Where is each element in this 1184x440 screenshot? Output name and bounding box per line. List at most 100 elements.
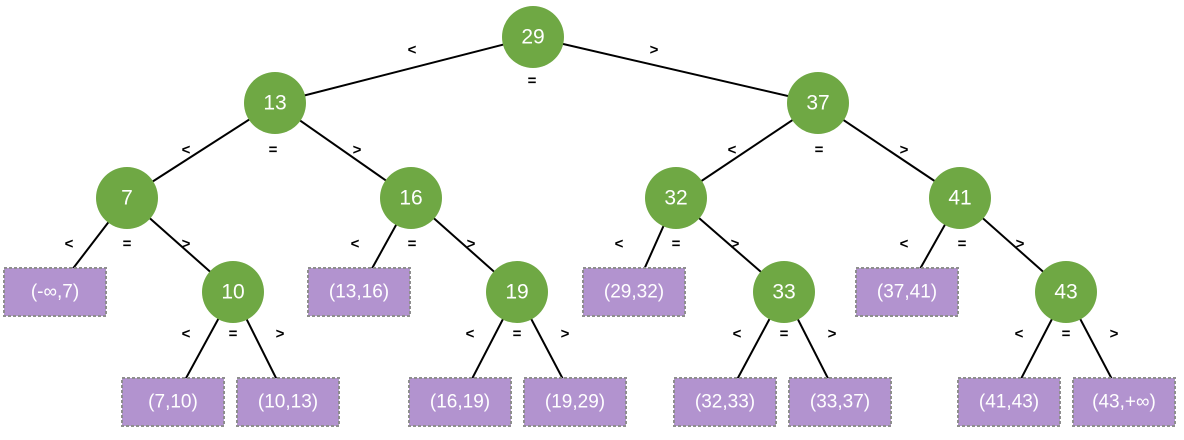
less-than-label: < <box>65 236 74 253</box>
less-than-label: < <box>728 142 737 159</box>
tree-node: 19 <box>486 261 548 323</box>
interval-leaf-box <box>788 377 892 427</box>
tree-node: 33 <box>753 261 815 323</box>
equal-label: = <box>815 142 824 159</box>
interval-leaf-label: (32,33) <box>695 392 755 413</box>
tree-node-circle <box>753 261 815 323</box>
interval-leaf: (-∞,7) <box>3 267 107 317</box>
interval-leaf: (13,16) <box>307 267 411 317</box>
interval-leaf-label: (43,+∞) <box>1092 392 1156 413</box>
interval-leaf-box <box>3 267 107 317</box>
tree-node-circle <box>96 167 158 229</box>
tree-node-label: 43 <box>1054 281 1077 304</box>
equal-label: = <box>958 236 967 253</box>
tree-node: 13 <box>244 72 306 134</box>
greater-than-label: > <box>650 42 659 59</box>
interval-leaf: (33,37) <box>788 377 892 427</box>
interval-leaf-box <box>582 267 686 317</box>
interval-leaf: (41,43) <box>957 377 1061 427</box>
tree-node-label: 32 <box>664 187 687 210</box>
tree-node-circle <box>645 167 707 229</box>
greater-than-label: > <box>900 142 909 159</box>
tree-node: 29 <box>502 6 564 68</box>
less-than-label: < <box>351 236 360 253</box>
tree-node: 7 <box>96 167 158 229</box>
greater-than-label: > <box>1016 236 1025 253</box>
greater-than-label: > <box>182 236 191 253</box>
tree-node-label: 10 <box>221 281 244 304</box>
tree-node-label: 7 <box>121 187 133 210</box>
interval-leaf: (19,29) <box>523 377 627 427</box>
greater-than-label: > <box>353 142 362 159</box>
interval-leaf-box <box>236 377 340 427</box>
interval-leaf: (10,13) <box>236 377 340 427</box>
less-than-label: < <box>182 142 191 159</box>
tree-node-label: 41 <box>948 187 971 210</box>
equal-label: = <box>528 73 537 90</box>
equal-label: = <box>408 236 417 253</box>
tree-node: 10 <box>202 261 264 323</box>
interval-leaf-label: (-∞,7) <box>31 282 79 303</box>
less-than-label: < <box>733 326 742 343</box>
tree-node-label: 13 <box>263 92 286 115</box>
interval-leaf: (7,10) <box>121 377 225 427</box>
interval-leaf-label: (19,29) <box>545 392 605 413</box>
interval-leaf-box <box>1072 377 1176 427</box>
interval-leaf: (16,19) <box>408 377 512 427</box>
less-than-label: < <box>182 326 191 343</box>
interval-leaf-box <box>957 377 1061 427</box>
interval-leaf-label: (41,43) <box>979 392 1039 413</box>
tree-node: 37 <box>787 72 849 134</box>
equal-label: = <box>123 236 132 253</box>
less-than-label: < <box>900 236 909 253</box>
tree-node-circle <box>380 167 442 229</box>
greater-than-label: > <box>828 326 837 343</box>
tree-node-label: 37 <box>806 92 829 115</box>
greater-than-label: > <box>561 326 570 343</box>
less-than-label: < <box>408 42 417 59</box>
tree-node-circle <box>244 72 306 134</box>
greater-than-label: > <box>1110 326 1119 343</box>
interval-leaf-label: (29,32) <box>604 282 664 303</box>
tree-node: 16 <box>380 167 442 229</box>
equal-label: = <box>269 142 278 159</box>
equal-label: = <box>780 326 789 343</box>
interval-leaf-label: (13,16) <box>329 282 389 303</box>
tree-node-circle <box>486 261 548 323</box>
tree-node: 41 <box>929 167 991 229</box>
tree-node-label: 16 <box>399 187 422 210</box>
interval-leaf-label: (7,10) <box>148 392 198 413</box>
comparison-labels: <=><=><=><=><=><=><=><=><=><=><=> <box>65 42 1119 343</box>
tree-node: 32 <box>645 167 707 229</box>
interval-leaf-box <box>855 267 959 317</box>
greater-than-label: > <box>276 326 285 343</box>
tree-node-circle <box>1035 261 1097 323</box>
interval-leaf-label: (10,13) <box>258 392 318 413</box>
greater-than-label: > <box>731 236 740 253</box>
tree-node: 43 <box>1035 261 1097 323</box>
interval-leaf-label: (33,37) <box>810 392 870 413</box>
tree-node-circle <box>929 167 991 229</box>
tree-node-circle <box>787 72 849 134</box>
greater-than-label: > <box>467 236 476 253</box>
interval-leaf-box <box>307 267 411 317</box>
interval-leaf: (43,+∞) <box>1072 377 1176 427</box>
interval-leaf-label: (37,41) <box>877 282 937 303</box>
interval-leaf-box <box>673 377 777 427</box>
tree-node-circle <box>502 6 564 68</box>
tree-edge <box>532 36 819 104</box>
equal-label: = <box>229 326 238 343</box>
interval-leaf-label: (16,19) <box>430 392 490 413</box>
tree-node-circle <box>202 261 264 323</box>
tree-node-label: 19 <box>505 281 528 304</box>
interval-leaf: (37,41) <box>855 267 959 317</box>
equal-label: = <box>513 326 522 343</box>
interval-leaf: (29,32) <box>582 267 686 317</box>
tree-node-label: 33 <box>772 281 795 304</box>
equal-label: = <box>1062 326 1071 343</box>
tree-edge <box>274 36 534 104</box>
interval-leaf-box <box>408 377 512 427</box>
less-than-label: < <box>466 326 475 343</box>
tree-node-label: 29 <box>521 26 544 49</box>
less-than-label: < <box>615 236 624 253</box>
